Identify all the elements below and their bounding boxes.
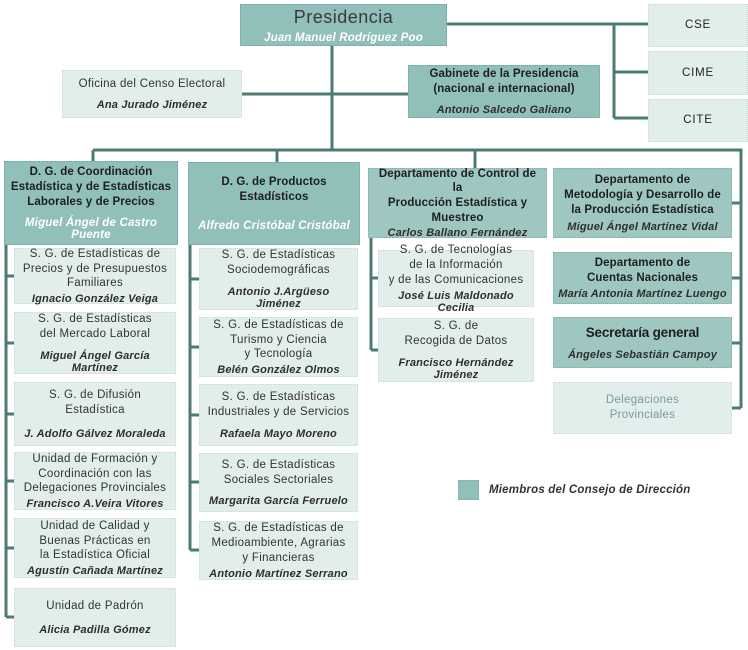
legend-teal-swatch xyxy=(458,480,479,500)
node-sg-medioambiente-agrarias: S. G. de Estadísticas de Medioambiente, … xyxy=(199,521,358,580)
node-sg-sociales-sectoriales: S. G. de Estadísticas Sociales Sectorial… xyxy=(199,453,358,512)
node-title: S. G. de Difusión Estadística xyxy=(48,389,142,416)
node-person-name: Ignacio González Veiga xyxy=(31,293,159,306)
node-title: Departamento de Metodología y Desarrollo… xyxy=(564,174,721,216)
node-dpto-metodologia-desarrollo: Departamento de Metodología y Desarrollo… xyxy=(553,168,732,238)
node-title: Departamento de Control de la Producción… xyxy=(378,167,537,224)
node-title: S. G. de Estadísticas de Precios y de Pr… xyxy=(22,247,168,290)
node-person-name: Francisco A.Veira Vitores xyxy=(26,498,164,511)
node-person-name: Miguel Ángel García Martínez xyxy=(40,350,150,375)
node-title: D. G. de Coordinación Estadística y de E… xyxy=(10,166,172,208)
node-title: Unidad de Padrón xyxy=(46,600,144,613)
node-person-name: Antonio J.Argüeso Jiménez xyxy=(227,286,330,311)
node-person-name: Margarita García Ferruelo xyxy=(209,495,348,508)
node-title: Unidad de Formación y Coordinación con l… xyxy=(23,452,167,495)
node-person-name: Miguel Ángel de Castro Puente xyxy=(24,216,158,241)
node-sg-tecnologias-informacion: S. G. de Tecnologías de la Información y… xyxy=(378,244,534,314)
node-cse: CSE xyxy=(648,4,748,47)
node-person-name: José Luis Maldonado Cecilia xyxy=(398,289,514,314)
node-person-name: Antonio Salcedo Galiano xyxy=(436,104,572,117)
node-title: S. G. de Estadísticas Sociodemográficas xyxy=(221,248,336,276)
node-cite: CITE xyxy=(648,99,748,142)
node-person-name: Alicia Padilla Gómez xyxy=(39,623,151,636)
node-sg-recogida-datos: S. G. de Recogida de Datos Francisco Her… xyxy=(378,318,534,382)
node-person-name: Antonio Martínez Serrano xyxy=(209,567,348,580)
node-presidencia: Presidencia Juan Manuel Rodríguez Poo xyxy=(240,4,447,46)
node-title: Departamento de Cuentas Nacionales xyxy=(586,256,699,284)
node-title: Unidad de Calidad y Buenas Prácticas en … xyxy=(39,519,151,562)
node-person-name: Juan Manuel Rodríguez Poo xyxy=(264,31,423,44)
node-sg-precios-presupuestos: S. G. de Estadísticas de Precios y de Pr… xyxy=(14,247,176,306)
node-person-name: Ana Jurado Jiménez xyxy=(96,98,208,111)
node-title: S. G. de Estadísticas de Medioambiente, … xyxy=(211,522,346,564)
node-dpto-control-produccion: Departamento de Control de la Producción… xyxy=(368,167,547,240)
node-sg-sociodemograficas: S. G. de Estadísticas Sociodemográficas … xyxy=(199,248,358,310)
node-title: CSE xyxy=(684,19,712,32)
node-delegaciones-provinciales: Delegaciones Provinciales xyxy=(553,382,732,434)
node-title: S. G. de Estadísticas del Mercado Labora… xyxy=(38,312,152,340)
node-title: S. G. de Estadísticas Industriales y de … xyxy=(207,390,350,418)
legend-label: Miembros del Consejo de Dirección xyxy=(489,484,691,496)
node-person-name: J. Adolfo Gálvez Moraleda xyxy=(24,427,166,440)
node-sg-mercado-laboral: S. G. de Estadísticas del Mercado Labora… xyxy=(14,312,176,374)
node-cime: CIME xyxy=(648,51,748,95)
node-person-name: Francisco Hernández Jiménez xyxy=(398,357,514,382)
node-dg-productos: D. G. de Productos Estadísticos Alfredo … xyxy=(188,162,360,245)
node-sg-industriales-servicios: S. G. de Estadísticas Industriales y de … xyxy=(199,384,358,446)
node-title: S. G. de Tecnologías de la Información y… xyxy=(388,244,524,286)
node-title: S. G. de Estadísticas Sociales Sectorial… xyxy=(221,458,336,486)
node-person-name: Agustín Cañada Martínez xyxy=(26,565,163,578)
node-title: Delegaciones Provinciales xyxy=(605,394,680,421)
node-dg-coordinacion: D. G. de Coordinación Estadística y de E… xyxy=(4,161,178,245)
node-person-name: Rafaela Mayo Moreno xyxy=(220,428,337,441)
node-person-name: María Antonia Martínez Luengo xyxy=(558,288,727,301)
node-oficina-censo-electoral: Oficina del Censo Electoral Ana Jurado J… xyxy=(62,70,242,118)
node-title: Presidencia xyxy=(293,7,394,28)
node-person-name: Ángeles Sebastián Campoy xyxy=(567,349,718,362)
node-dpto-cuentas-nacionales: Departamento de Cuentas Nacionales María… xyxy=(553,252,732,304)
node-title: Gabinete de la Presidencia (nacional e i… xyxy=(429,67,579,95)
node-unidad-calidad-buenas-practicas: Unidad de Calidad y Buenas Prácticas en … xyxy=(14,518,176,578)
node-title: CITE xyxy=(683,114,713,127)
node-gabinete-presidencia: Gabinete de la Presidencia (nacional e i… xyxy=(408,65,600,118)
node-title: Secretaría general xyxy=(585,324,700,340)
node-title: S. G. de Recogida de Datos xyxy=(404,319,508,347)
node-sg-turismo-ciencia-tecnologia: S. G. de Estadísticas de Turismo y Cienc… xyxy=(199,317,358,377)
node-secretaria-general: Secretaría general Ángeles Sebastián Cam… xyxy=(553,317,732,368)
node-title: Oficina del Censo Electoral xyxy=(78,78,226,91)
node-sg-difusion-estadistica: S. G. de Difusión Estadística J. Adolfo … xyxy=(14,382,176,446)
node-title: CIME xyxy=(682,66,714,79)
node-person-name: Belén González Olmos xyxy=(217,364,340,377)
node-person-name: Carlos Ballano Fernández xyxy=(387,227,528,240)
node-unidad-padron: Unidad de Padrón Alicia Padilla Gómez xyxy=(14,588,176,647)
node-person-name: Miguel Ángel Martínez Vidal xyxy=(567,220,718,233)
node-title: S. G. de Estadísticas de Turismo y Cienc… xyxy=(213,318,344,361)
node-person-name: Alfredo Cristóbal Cristóbal xyxy=(198,220,350,233)
node-title: D. G. de Productos Estadísticos xyxy=(221,175,327,203)
node-unidad-formacion-coordinacion: Unidad de Formación y Coordinación con l… xyxy=(14,452,176,510)
